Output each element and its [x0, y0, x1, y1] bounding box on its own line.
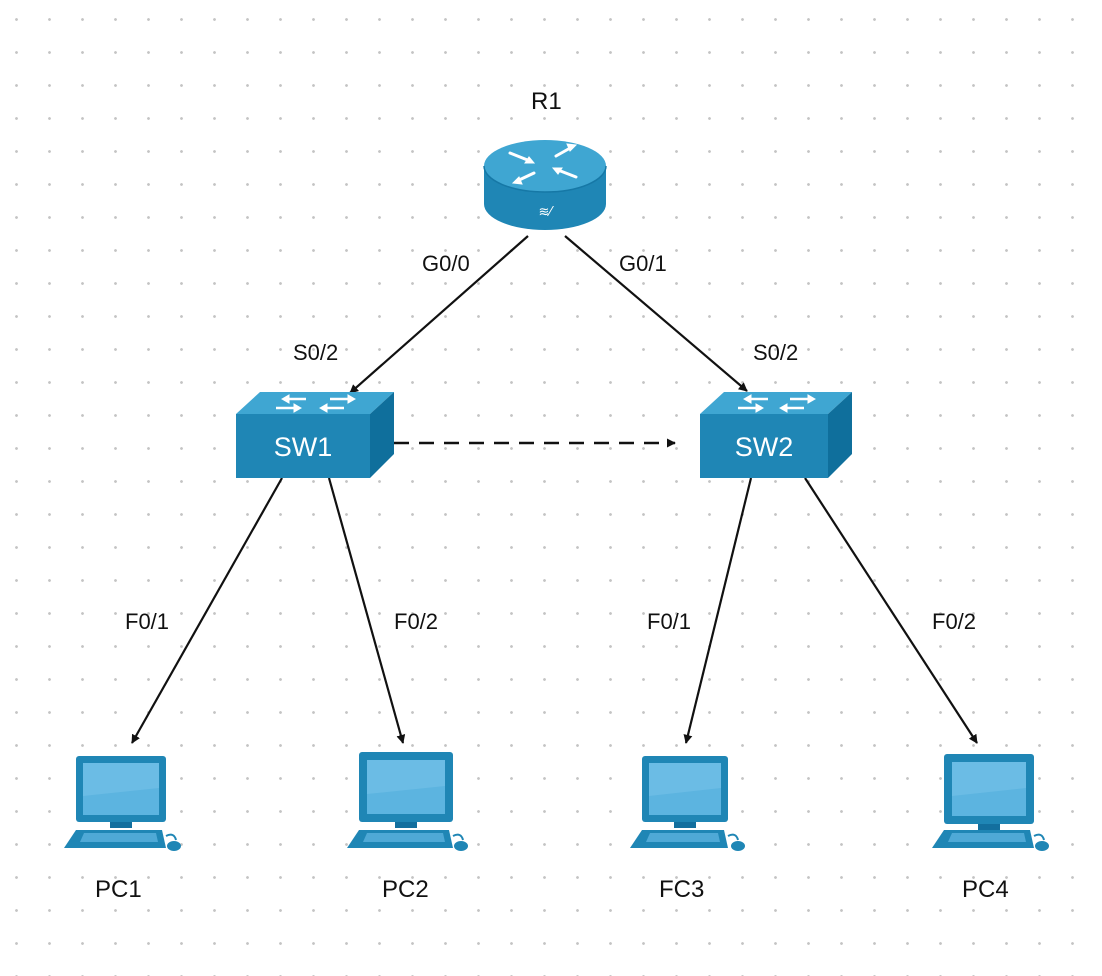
port-label-sw1-f0-2: F0/2 — [394, 609, 439, 634]
pc4[interactable] — [930, 750, 1054, 854]
pc3-label: FC3 — [659, 876, 705, 903]
pc-icon — [64, 756, 181, 851]
router-icon: ≋⁄ — [483, 140, 607, 230]
port-label-r1-g0-1: G0/1 — [619, 251, 667, 276]
link-r1-sw1[interactable] — [349, 235, 529, 394]
pc2-label: PC2 — [382, 876, 429, 903]
switch-icon: SW2 — [700, 392, 852, 478]
pc2[interactable] — [345, 748, 469, 854]
port-label-sw2-s0-2: S0/2 — [753, 340, 799, 365]
link-sw2-pc3[interactable] — [683, 477, 753, 744]
link-sw1-pc2[interactable] — [327, 477, 406, 744]
pc-icon — [932, 754, 1049, 851]
link-r1-sw2[interactable] — [564, 235, 748, 392]
switch-sw1[interactable]: SW1 — [234, 390, 396, 480]
switch-sw2-label: SW2 — [735, 432, 794, 462]
switch-icon: SW1 — [236, 392, 394, 478]
switch-sw2[interactable]: SW2 — [698, 390, 860, 480]
router-r1-label: R1 — [531, 88, 562, 115]
port-label-sw2-f0-2: F0/2 — [932, 609, 977, 634]
link-sw2-pc4[interactable] — [804, 477, 978, 744]
pc3[interactable] — [628, 752, 748, 854]
port-label-r1-g0-0: G0/0 — [422, 251, 470, 276]
port-label-sw1-f0-1: F0/1 — [125, 609, 170, 634]
link-sw1-pc1[interactable] — [131, 477, 283, 744]
port-label-sw2-f0-1: F0/1 — [647, 609, 692, 634]
switch-sw1-label: SW1 — [274, 432, 333, 462]
pc-icon — [630, 756, 745, 851]
pc1-label: PC1 — [95, 876, 142, 903]
port-label-sw1-s0-2: S0/2 — [293, 340, 339, 365]
router-r1[interactable]: ≋⁄ — [480, 128, 610, 240]
pc-icon — [347, 752, 468, 851]
svg-text:≋⁄: ≋⁄ — [538, 205, 554, 220]
pc1[interactable] — [62, 752, 182, 854]
pc4-label: PC4 — [962, 876, 1009, 903]
